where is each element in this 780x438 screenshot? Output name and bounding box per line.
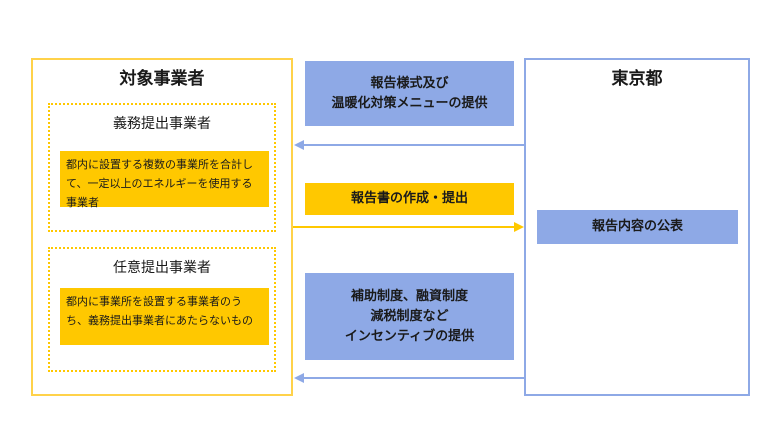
voluntary-submitter-title: 任意提出事業者: [113, 260, 211, 276]
arrow-left-incentives: [294, 373, 524, 383]
arrow-right-submission: [293, 222, 524, 232]
publish-results-label: 報告内容の公表: [591, 219, 683, 234]
mandatory-submitter-description: 都内に設置する複数の事業所を合計して、一定以上のエネルギーを使用する事業者: [60, 151, 269, 209]
mandatory-submitter-title: 義務提出事業者: [113, 116, 211, 132]
tokyo-box: [524, 58, 750, 396]
incentive-line-3: インセンティブの提供: [344, 328, 475, 344]
report-format-line-2: 温暖化対策メニューの提供: [331, 95, 488, 111]
report-submission-box: 報告書の作成・提出: [305, 183, 514, 215]
mandatory-submitter-box: 義務提出事業者: [48, 103, 276, 232]
voluntary-submitter-box: 任意提出事業者: [48, 247, 276, 372]
incentive-line-2: 減税制度など: [370, 308, 449, 324]
target-businesses-title: 対象事業者: [119, 69, 205, 89]
target-businesses-box: [31, 58, 293, 396]
report-format-line-1: 報告様式及び: [370, 75, 449, 91]
incentive-line-1: 補助制度、融資制度: [350, 288, 468, 304]
report-submission-label: 報告書の作成・提出: [350, 191, 468, 206]
voluntary-submitter-description: 都内に事業所を設置する事業者のうち、義務提出事業者にあたらないもの: [60, 288, 269, 345]
arrow-left-report-format: [294, 140, 524, 150]
tokyo-title: 東京都: [611, 69, 663, 89]
report-format-provision-box: 報告様式及び 温暖化対策メニューの提供: [305, 61, 514, 126]
incentive-provision-box: 補助制度、融資制度 減税制度など インセンティブの提供: [305, 273, 514, 360]
publish-results-box: 報告内容の公表: [537, 210, 738, 244]
